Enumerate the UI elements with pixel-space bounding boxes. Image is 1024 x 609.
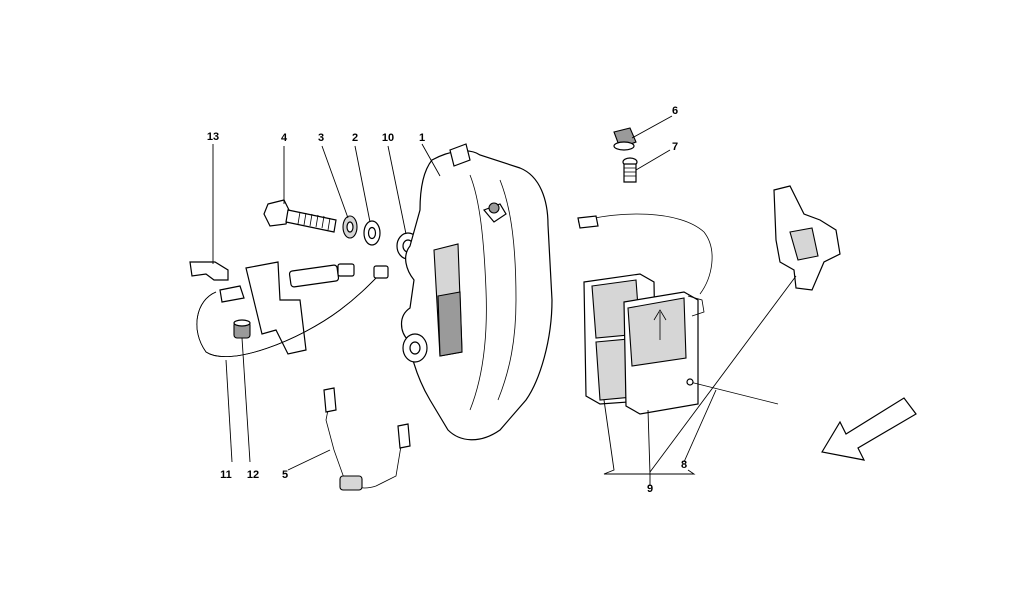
part-8-retaining-pin [686,378,779,405]
callout-5: 5 [282,469,288,481]
callout-11: 11 [220,469,232,481]
callout-8: 8 [681,459,687,471]
callout-2: 2 [352,132,358,144]
callout-1: 1 [419,132,425,144]
direction-arrow [821,397,917,461]
callout-3: 3 [318,132,324,144]
leader-lines [212,115,797,486]
part-4-bolt [263,199,337,233]
callout-12: 12 [247,469,259,481]
callout-4: 4 [281,132,288,144]
callout-7: 7 [672,141,678,153]
part-11-brake-hose [196,263,389,357]
part-2-washer [363,220,381,246]
part-13-bracket [189,261,307,355]
part-1-brake-caliper [400,143,553,441]
part-3-lock-washer [342,215,358,239]
callout-9: 9 [647,483,653,495]
part-6-bleed-cap [613,127,637,151]
part-9-brake-pads [577,213,713,415]
callout-labels: 13 4 3 2 10 1 6 7 11 12 5 8 9 [207,105,687,495]
part-5-brake-pipe [323,387,411,491]
callout-13: 13 [207,131,219,143]
callout-10: 10 [382,132,394,144]
part-12-plug [233,319,251,339]
part-8-spring-clip [773,185,841,291]
part-7-bleed-screw [622,157,638,183]
callout-6: 6 [672,105,678,117]
